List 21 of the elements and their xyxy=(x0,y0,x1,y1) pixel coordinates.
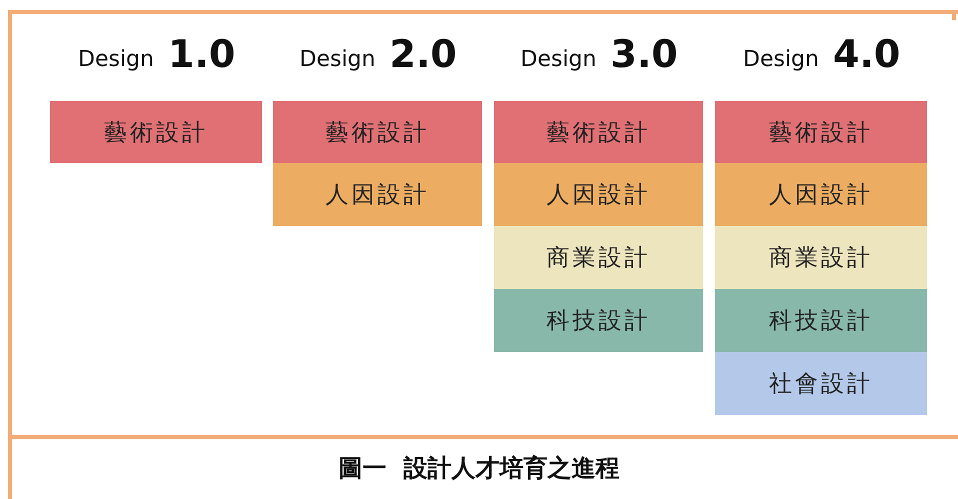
heading-word: Design xyxy=(78,47,154,72)
category-box: 商業設計 xyxy=(715,226,927,289)
heading-word: Design xyxy=(300,47,376,72)
category-box: 人因設計 xyxy=(273,163,482,226)
category-box: 藝術設計 xyxy=(494,101,703,163)
version-number: 2.0 xyxy=(390,32,457,76)
heading-word: Design xyxy=(520,47,596,72)
caption: 圖一 設計人才培育之進程 xyxy=(338,453,620,484)
version-number: 3.0 xyxy=(610,32,678,76)
category-box: 人因設計 xyxy=(494,163,703,226)
heading-word: Design xyxy=(743,47,819,72)
category-box: 藝術設計 xyxy=(273,101,482,163)
category-box: 藝術設計 xyxy=(50,101,262,163)
category-box: 科技設計 xyxy=(715,289,927,352)
version-number: 1.0 xyxy=(168,32,236,76)
category-box: 科技設計 xyxy=(494,289,703,352)
category-box: 人因設計 xyxy=(715,163,927,226)
version-number: 4.0 xyxy=(833,32,900,76)
category-box: 藝術設計 xyxy=(715,101,927,163)
category-box: 社會設計 xyxy=(715,352,927,415)
category-box: 商業設計 xyxy=(494,226,703,289)
